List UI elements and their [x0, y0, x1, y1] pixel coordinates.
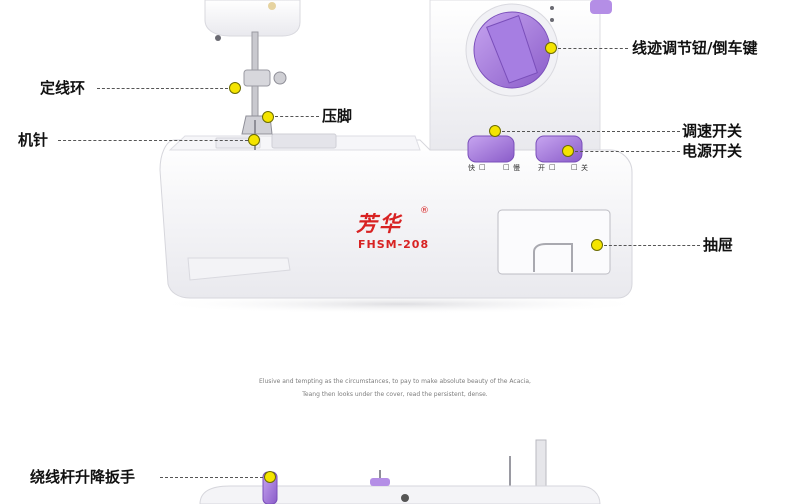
power-on-label: 开: [538, 164, 545, 172]
thumb-screw: [273, 71, 287, 85]
label-speed-switch: 调速开关: [682, 122, 743, 140]
bobbin-pin-cap: [370, 478, 390, 486]
caption-line-1: Elusive and tempting as the circumstance…: [259, 378, 531, 385]
callout-line: [604, 245, 700, 246]
off-square-icon: □: [571, 163, 578, 171]
callout-dot: [229, 82, 241, 94]
slow-square-icon: □: [479, 163, 486, 171]
floor-shadow: [150, 294, 650, 314]
power-off-label: 关: [581, 164, 588, 172]
speed-slow-label: 慢: [513, 164, 520, 172]
model-number: FHSM-208: [358, 238, 430, 251]
callout-dot: [262, 111, 274, 123]
callout-line: [160, 477, 263, 478]
drawer-front: [497, 209, 611, 275]
pillar-top-edge: [590, 0, 612, 14]
presser-bar-clamp: [243, 69, 271, 87]
machine-head: [204, 0, 301, 37]
callout-dot: [591, 239, 603, 251]
callout-dot: [489, 125, 501, 137]
label-drawer: 抽屉: [703, 236, 734, 254]
label-thread-guide: 定线环: [40, 79, 86, 97]
lower-hole: [401, 494, 409, 502]
registered-mark: ®: [420, 206, 429, 216]
speed-fast-label: 快: [468, 164, 475, 172]
fast-square-icon: □: [503, 163, 510, 171]
head-light: [268, 2, 276, 10]
needle-plate: [271, 133, 337, 149]
callout-line: [575, 151, 680, 152]
callout-line: [97, 88, 228, 89]
lower-machine-top: [199, 485, 601, 504]
label-needle: 机针: [18, 131, 49, 149]
brand-logo: 芳华: [356, 211, 402, 236]
free-arm-slot: [187, 257, 291, 281]
callout-dot: [562, 145, 574, 157]
callout-dot: [545, 42, 557, 54]
label-stitch-dial: 线迹调节钮/倒车键: [632, 39, 758, 57]
on-square-icon: □: [549, 163, 556, 171]
label-bobbin-lever: 绕线杆升降扳手: [30, 468, 136, 486]
label-presser-foot: 压脚: [322, 107, 353, 125]
lower-thread-spindle: [535, 439, 547, 504]
callout-line: [275, 116, 319, 117]
dial-marker: [550, 18, 554, 22]
caption-line-2: Teang then looks under the cover, read t…: [302, 391, 488, 398]
callout-line: [502, 131, 680, 132]
upper-screw: [215, 35, 221, 41]
callout-dot: [248, 134, 260, 146]
dial-marker: [550, 6, 554, 10]
callout-line: [558, 48, 628, 49]
drawer-handle: [533, 243, 573, 272]
callout-dot: [264, 471, 276, 483]
speed-button-shape: [467, 135, 515, 163]
power-button-shape: [535, 135, 583, 163]
stitch-dial-grip: [486, 15, 538, 84]
label-power-switch: 电源开关: [682, 142, 743, 160]
callout-line: [58, 140, 248, 141]
